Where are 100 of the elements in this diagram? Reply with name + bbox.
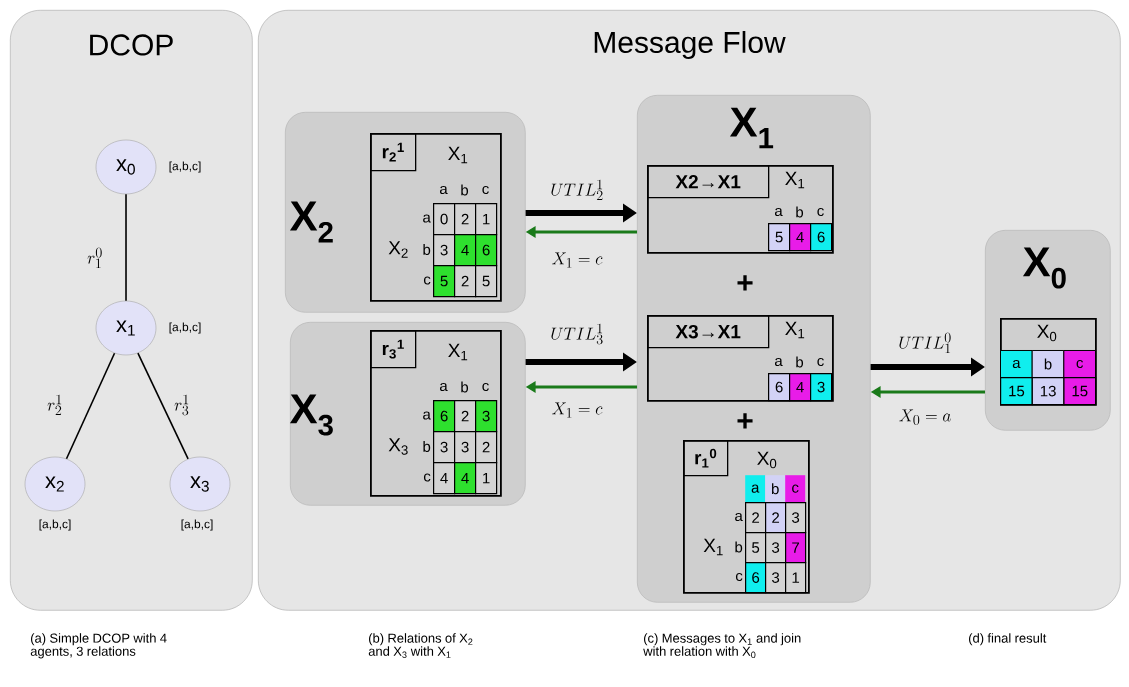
caption: (c) Messages to X$_{1}$ and join with relation with X$_{0}$ (643, 633, 801, 659)
relation-table (370, 133, 502, 302)
column-header: X$_{1}$ (785, 171, 805, 189)
table-cell: 2 (454, 400, 477, 433)
edge-label: $r^{0}_{1}$ (87, 247, 102, 269)
row-header: a (423, 411, 431, 420)
message-table (647, 165, 834, 254)
edge-label: $r^{1}_{2}$ (47, 394, 62, 416)
table-cell: 6 (810, 223, 833, 252)
table-cell: 6 (768, 373, 791, 402)
table-cell: 1 (785, 562, 807, 594)
column-header: X$_{1}$ (785, 321, 805, 339)
table-cell: 4 (454, 234, 477, 267)
table-cell: 6 (475, 234, 498, 267)
table-cell: 1 (475, 462, 498, 495)
row-header: b (423, 441, 431, 452)
agent-title: X$_{0}$ (1022, 247, 1066, 289)
caption: (d) final result (969, 633, 1047, 646)
connector-line (65, 352, 116, 460)
column-header: X$_{1}$ (448, 146, 468, 164)
table-cell: 3 (433, 431, 456, 464)
column-header: b (796, 356, 804, 368)
row-header: c (735, 572, 743, 582)
connector-line (137, 352, 189, 460)
table-cell: 5 (745, 532, 767, 564)
table-cell: b (1031, 350, 1065, 378)
table-cell: 4 (454, 462, 477, 495)
column-header: a (775, 207, 783, 217)
edge-label: $UTIL^{1}_{2}$ (551, 179, 603, 201)
column-header: X$_{0}$ (757, 451, 777, 469)
table-cell: 6 (745, 562, 767, 594)
domain-label: [a,b,c] (169, 322, 201, 334)
column-header: c (817, 207, 824, 217)
row-header: b (735, 541, 743, 553)
domain-label: [a,b,c] (181, 519, 213, 531)
agent-node: x$_{3}$ (169, 456, 231, 512)
table-cell: 15 (1000, 377, 1033, 406)
column-header: X$_{1}$ (448, 343, 468, 361)
relation-table (370, 330, 502, 497)
table-cell: 3 (765, 532, 787, 564)
caption: (b) Relations of X$_{2}$ and X$_{3}$ with X$_{1}$ (368, 633, 473, 659)
column-header: a (440, 382, 448, 392)
column-header: a (775, 357, 783, 367)
result-table (1000, 318, 1097, 406)
row-header: c (423, 276, 431, 285)
table-cell: 5 (768, 223, 791, 252)
agent-title: X$_{3}$ (289, 394, 333, 436)
table-cell: a (1000, 350, 1033, 378)
table-cell: 4 (789, 373, 812, 402)
table-cell: 13 (1031, 377, 1065, 406)
table-cell: 5 (433, 265, 456, 298)
column-header: X$_{0}$ (1037, 324, 1057, 342)
connector-line (125, 193, 127, 302)
table-cell: 3 (810, 373, 833, 402)
table-cell: 3 (454, 431, 477, 464)
table-cell: 2 (765, 502, 787, 534)
caption: (a) Simple DCOP with 4 agents, 3 relations (30, 633, 167, 659)
agent-title: X$_{1}$ (729, 107, 774, 149)
table-label: X3→X1 (647, 315, 770, 349)
table-cell: 3 (765, 562, 787, 594)
domain-label: [a,b,c] (169, 161, 201, 173)
panel-title: DCOP (90, 34, 173, 56)
column-header: a (440, 185, 448, 195)
agent-node: x$_{0}$ (95, 139, 157, 195)
agent-node: x$_{1}$ (95, 300, 157, 356)
column-header: c (482, 185, 489, 195)
table-cell: 4 (433, 462, 456, 495)
row-header: X$_{1}$ (703, 538, 723, 556)
panel-title: Message Flow (594, 31, 786, 59)
table-cell: 2 (745, 502, 767, 534)
table-cell: 0 (433, 203, 456, 236)
column-header: b (796, 206, 804, 218)
table-cell: 5 (475, 265, 498, 298)
edge-label: $UTIL^{1}_{3}$ (551, 323, 603, 345)
table-cell: c (1063, 350, 1096, 378)
agent-title: X$_{2}$ (289, 201, 333, 243)
row-header: X$_{2}$ (388, 241, 408, 258)
table-cell: 2 (454, 203, 477, 236)
row-header: a (423, 214, 431, 223)
plus-sign: + (737, 413, 753, 429)
table-cell: b (765, 475, 786, 503)
edge-label: $X_{1}=c$ (552, 252, 603, 268)
table-cell: 3 (475, 400, 498, 433)
table-cell: c (785, 475, 806, 503)
agent-node: x$_{2}$ (24, 456, 86, 512)
edge-label: $X_{1}=c$ (552, 402, 603, 418)
table-label: r$_{3}$1 (370, 330, 417, 369)
table-cell: 15 (1063, 377, 1097, 406)
table-label: X2→X1 (647, 165, 770, 199)
row-header: b (423, 244, 431, 255)
row-header: c (423, 473, 431, 482)
column-header: b (461, 184, 469, 196)
table-cell: 1 (475, 203, 498, 236)
column-header: c (817, 357, 824, 367)
edge-label: $X_{0}=a$ (899, 409, 951, 425)
table-cell: 2 (454, 265, 477, 298)
table-label: r$_{2}$1 (370, 133, 417, 172)
domain-label: [a,b,c] (39, 519, 71, 531)
table-cell: 6 (433, 400, 456, 433)
table-cell: a (745, 475, 766, 503)
